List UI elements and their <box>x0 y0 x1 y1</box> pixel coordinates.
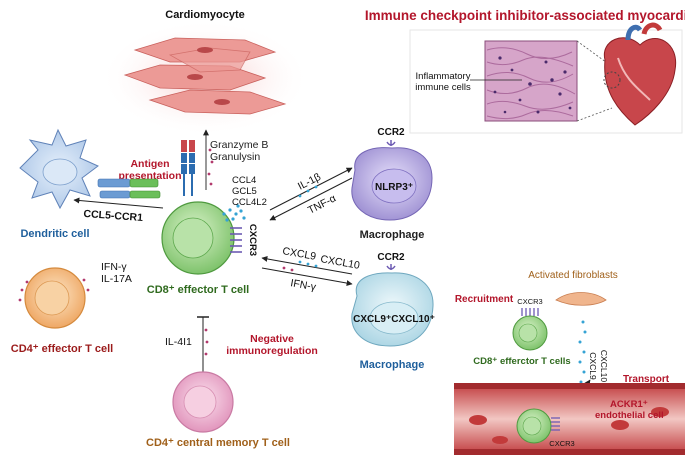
zoom-line-top <box>576 40 611 66</box>
cxcr3-recruit-receptor <box>521 308 539 316</box>
ccr2-top-receptor <box>386 140 396 146</box>
macrophage-to-tcell-bottom-arrow <box>261 255 353 275</box>
mhc-tcr-complex <box>181 140 195 196</box>
ackr1-label-2: endothelial cell <box>595 410 664 421</box>
histology-texture <box>486 47 576 120</box>
cxcr3-vessel-label: CXCR3 <box>549 439 574 448</box>
ccl4-label: CCL4 <box>232 175 256 186</box>
granzyme-dots <box>207 148 214 186</box>
vessel-wall-bottom <box>454 449 685 455</box>
inflammatory-label-1: Inflammatory <box>416 71 471 82</box>
blood-vessel <box>454 383 685 455</box>
cxcl9-vertical-label: CXCL9 <box>588 352 598 380</box>
cd4-effector-dots <box>18 278 90 302</box>
cxcl9-mid-label: CXCL9 <box>281 245 317 263</box>
ifn-left-label: IFN-γ <box>101 261 127 273</box>
ackr1-label-1: ACKR1⁺ <box>610 399 648 410</box>
histology-inset: Inflammatory immune cells <box>409 22 683 134</box>
ifn-dots <box>282 266 294 272</box>
macrophage-top-label: Macrophage <box>360 229 425 241</box>
cxcr3-vessel-receptor <box>551 417 560 431</box>
cxcr3-receptor <box>230 227 242 253</box>
ccr2-bottom-receptor <box>386 264 396 270</box>
ccl5-ccr1-arrow <box>73 197 164 209</box>
nlrp3-label: NLRP3⁺ <box>375 182 413 193</box>
il4i1-label: IL-4I1 <box>165 336 192 348</box>
tnfa-label: TNF-α <box>306 192 338 216</box>
gcl5-label: GCL5 <box>232 186 257 197</box>
ccl-cytokine-dots <box>222 204 246 222</box>
cd8-nucleus <box>172 217 214 259</box>
cd4-central-label: CD4⁺ central memory T cell <box>146 437 290 449</box>
activated-fibroblasts-label: Activated fibroblasts <box>528 270 618 281</box>
negative-label-2: immunoregulation <box>226 345 318 357</box>
diagram-title: Immune checkpoint inhibitor-associated m… <box>365 8 685 23</box>
transport-label: Transport <box>623 374 670 385</box>
histology-nuclei <box>493 56 572 114</box>
negative-label-1: Negative <box>250 333 294 345</box>
granulysin-label: Granulysin <box>210 151 260 163</box>
cardiomyocyte-label: Cardiomyocyte <box>165 9 244 21</box>
cxcl9-cxcl10-label: CXCL9⁺CXCL10⁺ <box>353 314 435 325</box>
ccr2-bottom-label: CCR2 <box>377 252 405 263</box>
il17a-label: IL-17A <box>101 273 132 285</box>
cd4-central-nucleus <box>183 385 217 419</box>
il1b-dots <box>298 185 318 198</box>
recruited-t-cell-nucleus <box>518 323 538 343</box>
cardiomyocyte-nuclei <box>187 47 230 105</box>
inflammatory-label-2: immune cells <box>415 82 471 93</box>
chemokine-gradient-dots <box>578 320 587 394</box>
dendritic-cell-label: Dendritic cell <box>20 228 89 240</box>
cd8-effector-label: CD8⁺ effector T cell <box>147 284 249 296</box>
cxcl-macrophage-nucleus <box>369 301 419 335</box>
vessel-wall-top <box>454 383 685 389</box>
cxcr3-center-label: CXCR3 <box>247 224 258 256</box>
antigen-label-1: Antigen <box>130 158 169 170</box>
cd4-effector-nucleus <box>34 280 70 316</box>
fibroblast-icon <box>555 292 607 306</box>
tcell-to-macrophage-arrow <box>269 167 353 211</box>
histology-image <box>484 40 578 122</box>
ccl5-ccr1-receptor <box>97 178 161 199</box>
cxcr3-recruit-label: CXCR3 <box>517 297 542 306</box>
cxcl10-vertical-label: CXCL10 <box>599 350 609 382</box>
cd8-effector-cells-label: CD8⁺ efferctor T cells <box>473 356 570 367</box>
tcell-to-macrophage-bottom-arrow <box>261 267 353 287</box>
cd4-effector-label: CD4⁺ effector T cell <box>11 343 113 355</box>
ccl5-ccr1-label: CCL5-CCR1 <box>83 208 143 224</box>
ccr2-top-label: CCR2 <box>377 127 405 138</box>
il4i1-dots <box>204 328 209 356</box>
ccl4l2-label: CCL4L2 <box>232 197 267 208</box>
recruitment-label: Recruitment <box>455 294 514 305</box>
cxcl-dots <box>298 260 318 268</box>
nlrp3-nucleus <box>371 168 417 204</box>
dendritic-cell <box>19 128 99 210</box>
granzyme-label: Granzyme B <box>210 139 268 151</box>
vessel-t-cell-nucleus <box>522 416 542 436</box>
red-blood-cells <box>469 407 669 444</box>
macrophage-to-tcell-arrow <box>269 177 353 221</box>
macrophage-bottom-label: Macrophage <box>360 359 425 371</box>
heart-icon <box>603 22 677 126</box>
ifn-mid-label: IFN-γ <box>289 277 317 293</box>
